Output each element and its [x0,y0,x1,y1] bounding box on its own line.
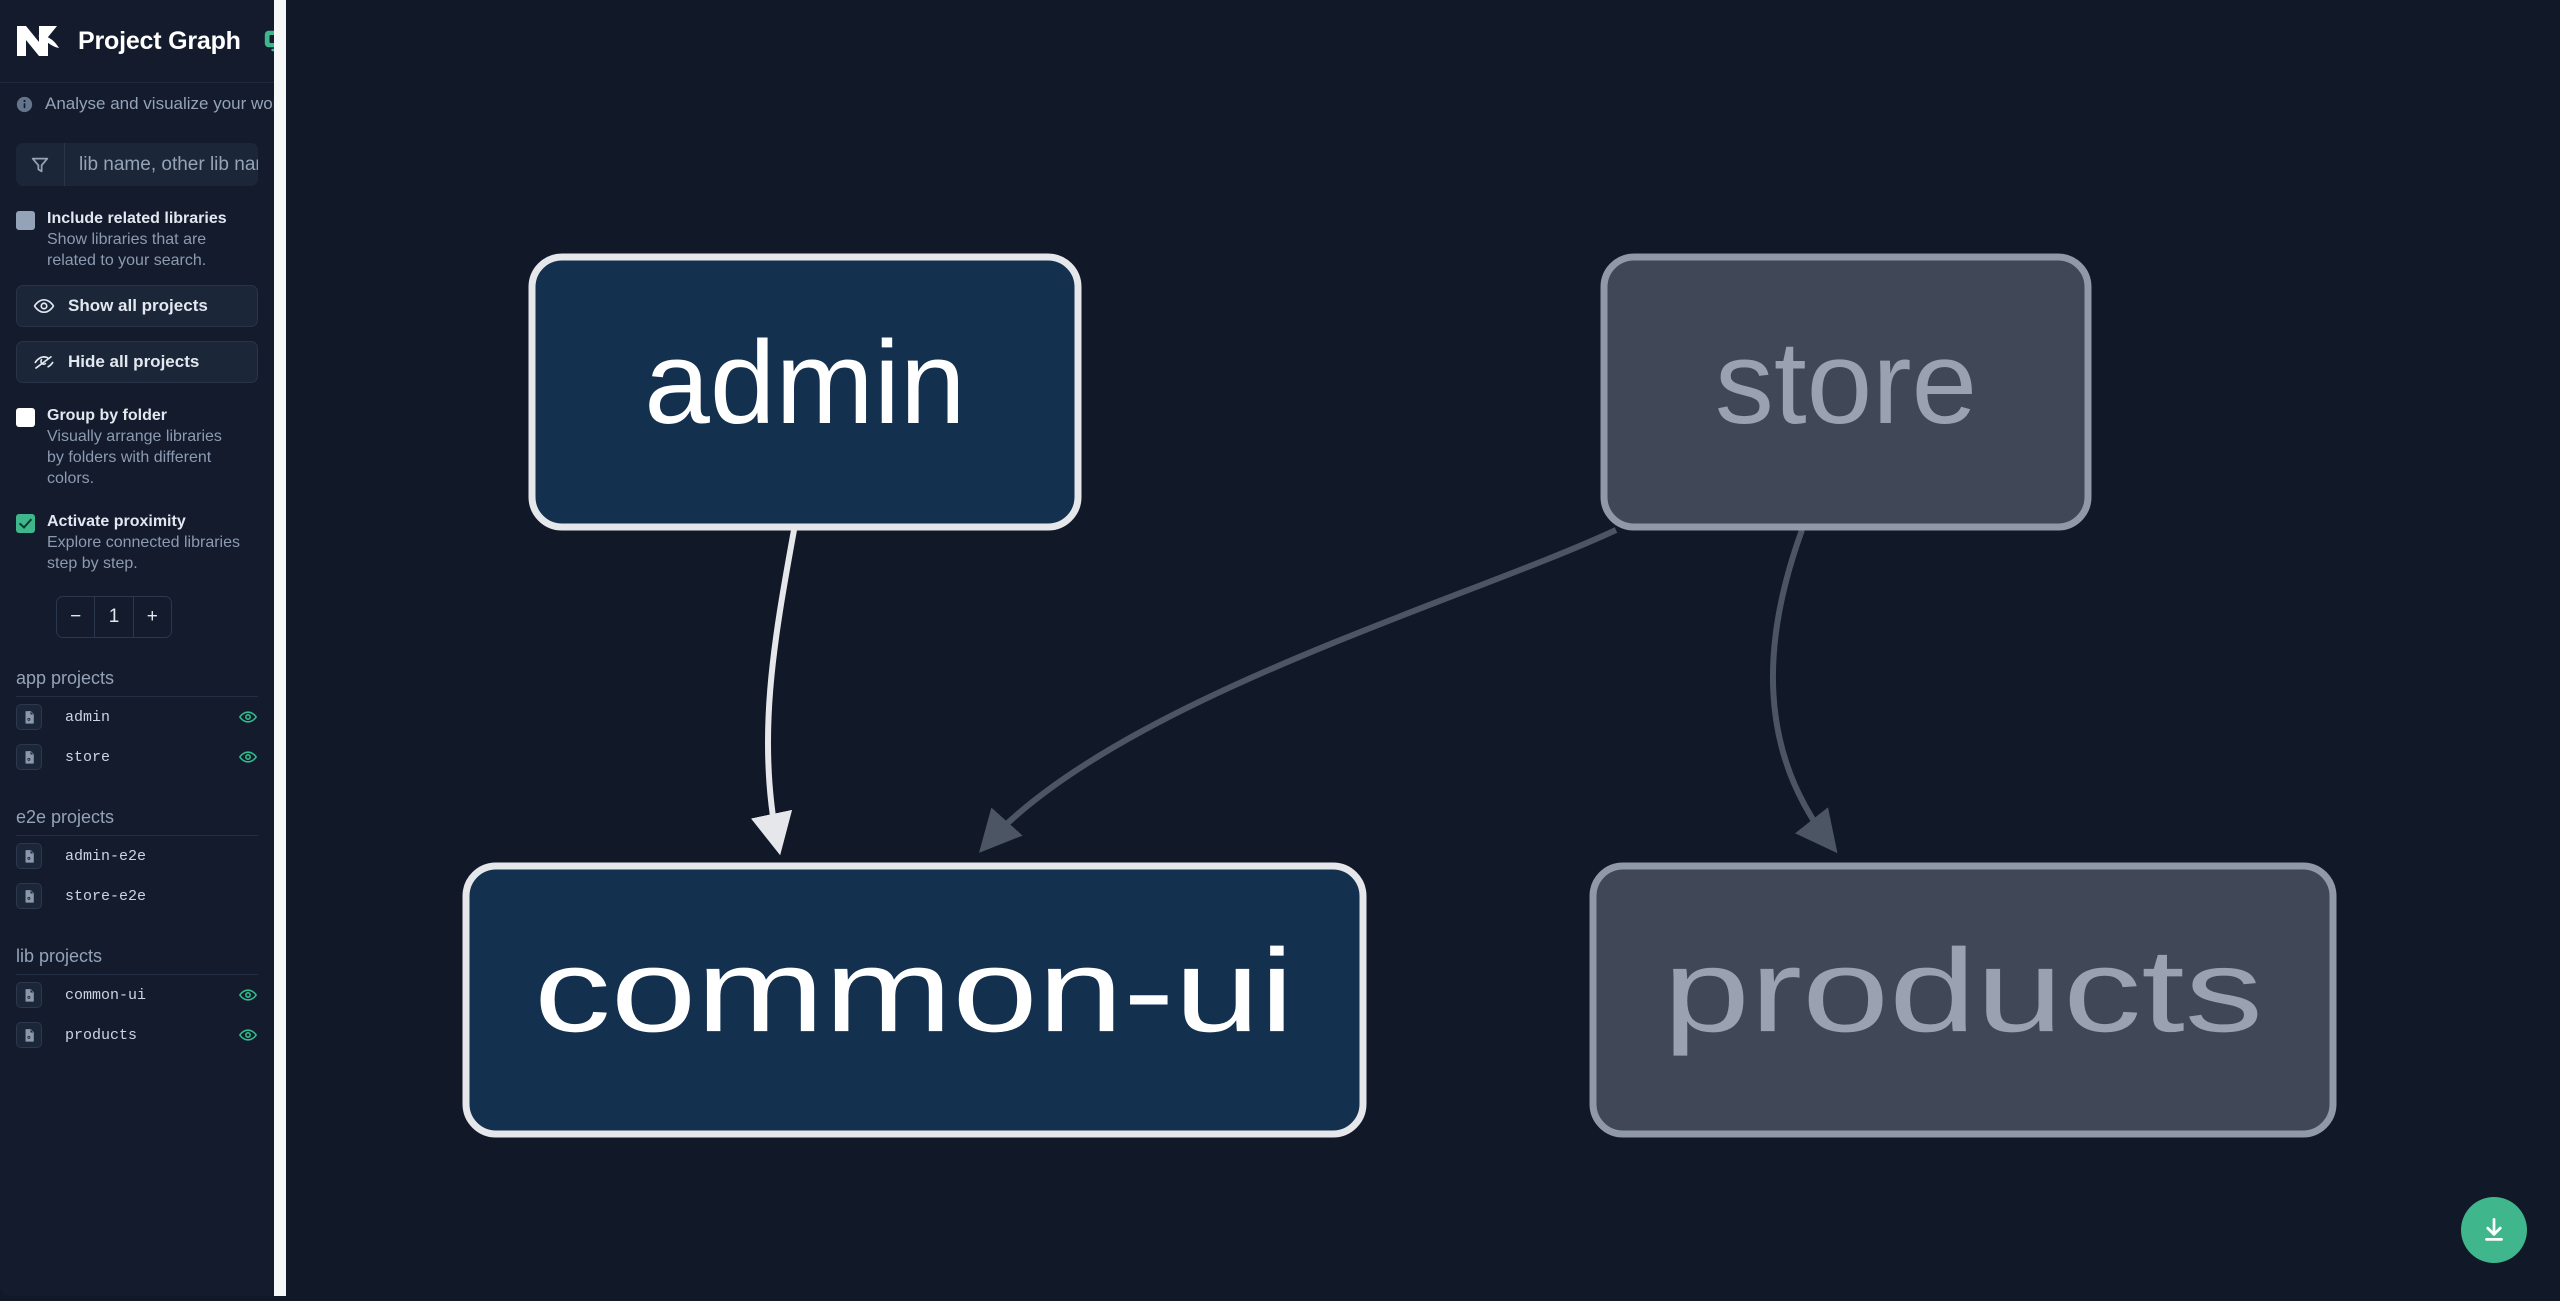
graph-node-products-label: products [1663,925,2263,1057]
project-row-store-e2e[interactable]: store-e2e [16,876,258,916]
sidebar-scrollbar[interactable] [274,0,286,1296]
include-related-label: Include related libraries [47,210,227,227]
eye-visible-icon[interactable] [238,707,258,727]
group-by-folder-description: Visually arrange libraries by folders wi… [47,428,222,487]
show-all-projects-button[interactable]: Show all projects [16,285,258,327]
graph-node-admin-label: admin [644,317,965,449]
sidebar-body: Include related libraries Show libraries… [0,125,274,1055]
group-by-folder-checkbox[interactable] [16,408,35,427]
project-row-products[interactable]: products [16,1015,258,1055]
project-name-label: admin [65,708,111,726]
project-row-common-ui[interactable]: common-ui [16,975,258,1015]
tagline-text: Analyse and visualize your workspace. [45,94,274,113]
proximity-value: 1 [94,597,132,637]
edge-store-to-products [1770,528,1838,854]
include-related-checkbox[interactable] [16,211,35,230]
project-name-label: products [65,1026,138,1044]
project-name-label: common-ui [65,986,147,1004]
project-group-title: e2e projects [16,807,258,836]
proximity-stepper[interactable]: − 1 + [56,596,172,638]
project-group-e2e-projects: e2e projects admin-e2e store-e2e [16,807,258,916]
eye-visible-icon[interactable] [238,1025,258,1045]
info-icon [16,96,33,113]
project-group-title: lib projects [16,946,258,975]
eye-icon [33,295,55,317]
option-include-related-libraries[interactable]: Include related libraries Show libraries… [16,208,258,271]
activate-proximity-texts: Activate proximity Explore connected lib… [47,511,241,574]
graph-nodes: admin store common-ui products [462,253,2337,1138]
project-file-icon [16,843,42,869]
sidebar-header: Project Graph [0,0,274,83]
project-groups: app projects admin store e2e projects admin-… [16,668,258,1055]
graph-node-store[interactable]: store [1600,253,2092,531]
show-all-projects-label: Show all projects [68,296,208,315]
project-file-icon [16,744,42,770]
project-group-lib-projects: lib projects common-ui products [16,946,258,1055]
activate-proximity-description: Explore connected libraries step by step… [47,534,240,572]
download-graph-button[interactable] [2461,1197,2527,1263]
project-name-label: store [65,748,111,766]
project-file-icon [16,704,42,730]
graph-edges [750,527,1838,856]
eye-visible-icon[interactable] [238,747,258,767]
group-by-folder-label: Group by folder [47,407,167,424]
group-by-folder-texts: Group by folder Visually arrange librari… [47,405,241,489]
hide-all-projects-button[interactable]: Hide all projects [16,341,258,383]
search-field[interactable] [16,143,258,186]
graph-node-common-ui[interactable]: common-ui [462,862,1367,1138]
graph-node-products[interactable]: products [1589,862,2337,1138]
download-icon [2479,1215,2509,1245]
activate-proximity-checkbox[interactable] [16,514,35,533]
page-title: Project Graph [78,26,241,55]
proximity-increment-button[interactable]: + [132,597,171,637]
graph-canvas[interactable]: admin store common-ui products [286,0,2560,1296]
option-group-by-folder[interactable]: Group by folder Visually arrange librari… [16,405,258,489]
project-group-app-projects: app projects admin store [16,668,258,777]
sidebar: Project Graph Analyse and visualize your… [0,0,274,1296]
graph-node-common-ui-label: common-ui [534,925,1294,1057]
nx-logo-icon [14,22,64,60]
project-name-label: admin-e2e [65,847,147,865]
include-related-description: Show libraries that are related to your … [47,231,207,269]
project-row-admin-e2e[interactable]: admin-e2e [16,836,258,876]
graph-node-store-label: store [1715,317,1977,449]
proximity-decrement-button[interactable]: − [70,606,82,627]
project-group-title: app projects [16,668,258,697]
project-file-icon [16,883,42,909]
project-row-admin[interactable]: admin [16,697,258,737]
project-row-store[interactable]: store [16,737,258,777]
edge-admin-to-common-ui [750,529,797,856]
include-related-texts: Include related libraries Show libraries… [47,208,241,271]
option-activate-proximity[interactable]: Activate proximity Explore connected lib… [16,511,258,574]
project-file-icon [16,1022,42,1048]
project-file-icon [16,982,42,1008]
hide-all-projects-label: Hide all projects [68,352,200,371]
graph-node-admin[interactable]: admin [528,253,1082,531]
search-input[interactable] [65,143,258,186]
funnel-icon [16,143,65,186]
tagline-row: Analyse and visualize your workspace. [0,83,274,125]
monitor-icon[interactable] [263,29,274,53]
activate-proximity-label: Activate proximity [47,513,186,530]
eye-off-icon [33,351,55,373]
project-name-label: store-e2e [65,887,147,905]
edge-store-to-common-ui [978,527,1618,853]
eye-visible-icon[interactable] [238,985,258,1005]
